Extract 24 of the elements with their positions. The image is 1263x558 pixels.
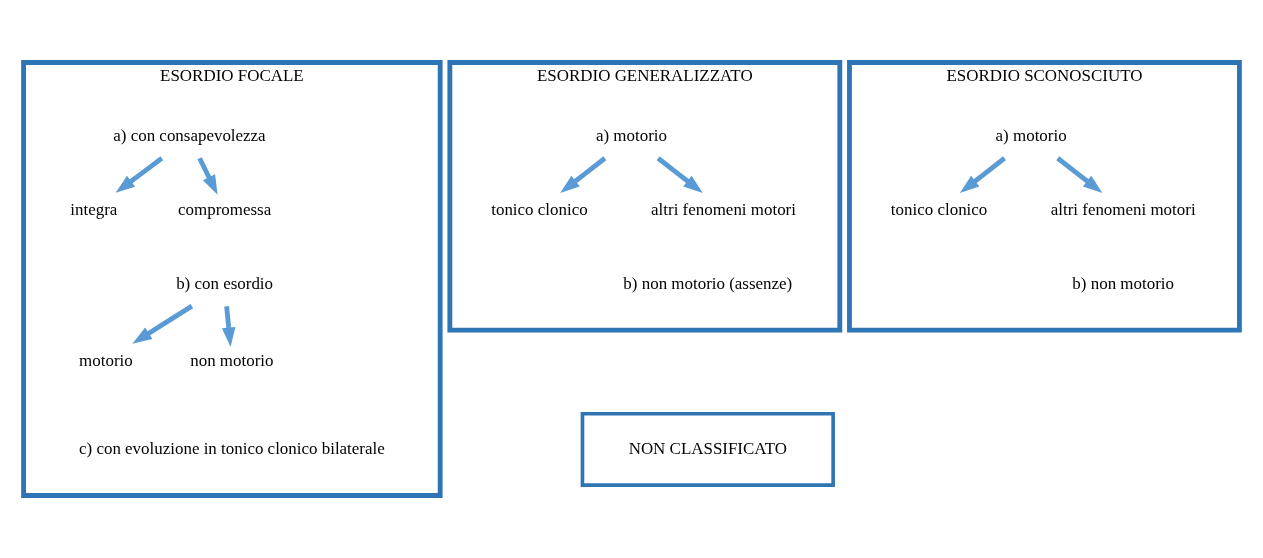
node-text: b) con esordio <box>176 273 274 293</box>
node-text: b) non motorio (assenze) <box>623 273 793 293</box>
node-text: motorio <box>79 351 133 371</box>
node-text: a) motorio <box>595 125 668 145</box>
node-text: tonico clonico <box>890 199 988 219</box>
arrow <box>560 156 607 193</box>
arrow <box>132 304 194 344</box>
node-text: c) con evoluzione in tonico clonico bilaterale <box>79 438 385 458</box>
node-text: altri fenomeni motori <box>1050 199 1196 219</box>
node-box: NON CLASSIFICATO <box>580 411 835 487</box>
node-text: non motorio <box>190 351 274 371</box>
node-text: compromessa <box>178 199 272 219</box>
node-text: b) non motorio <box>1072 273 1174 293</box>
arrow <box>656 156 703 193</box>
arrow <box>221 306 236 347</box>
arrow <box>115 156 164 193</box>
node-text: a) motorio <box>995 125 1067 145</box>
arrow <box>197 157 218 195</box>
arrow <box>1056 156 1103 193</box>
node-text: a) con consapevolezza <box>113 125 266 145</box>
node-text: integra <box>70 199 118 219</box>
node-text: tonico clonico <box>491 199 588 219</box>
arrow <box>959 156 1006 193</box>
node-text: altri fenomeni motori <box>651 199 796 219</box>
